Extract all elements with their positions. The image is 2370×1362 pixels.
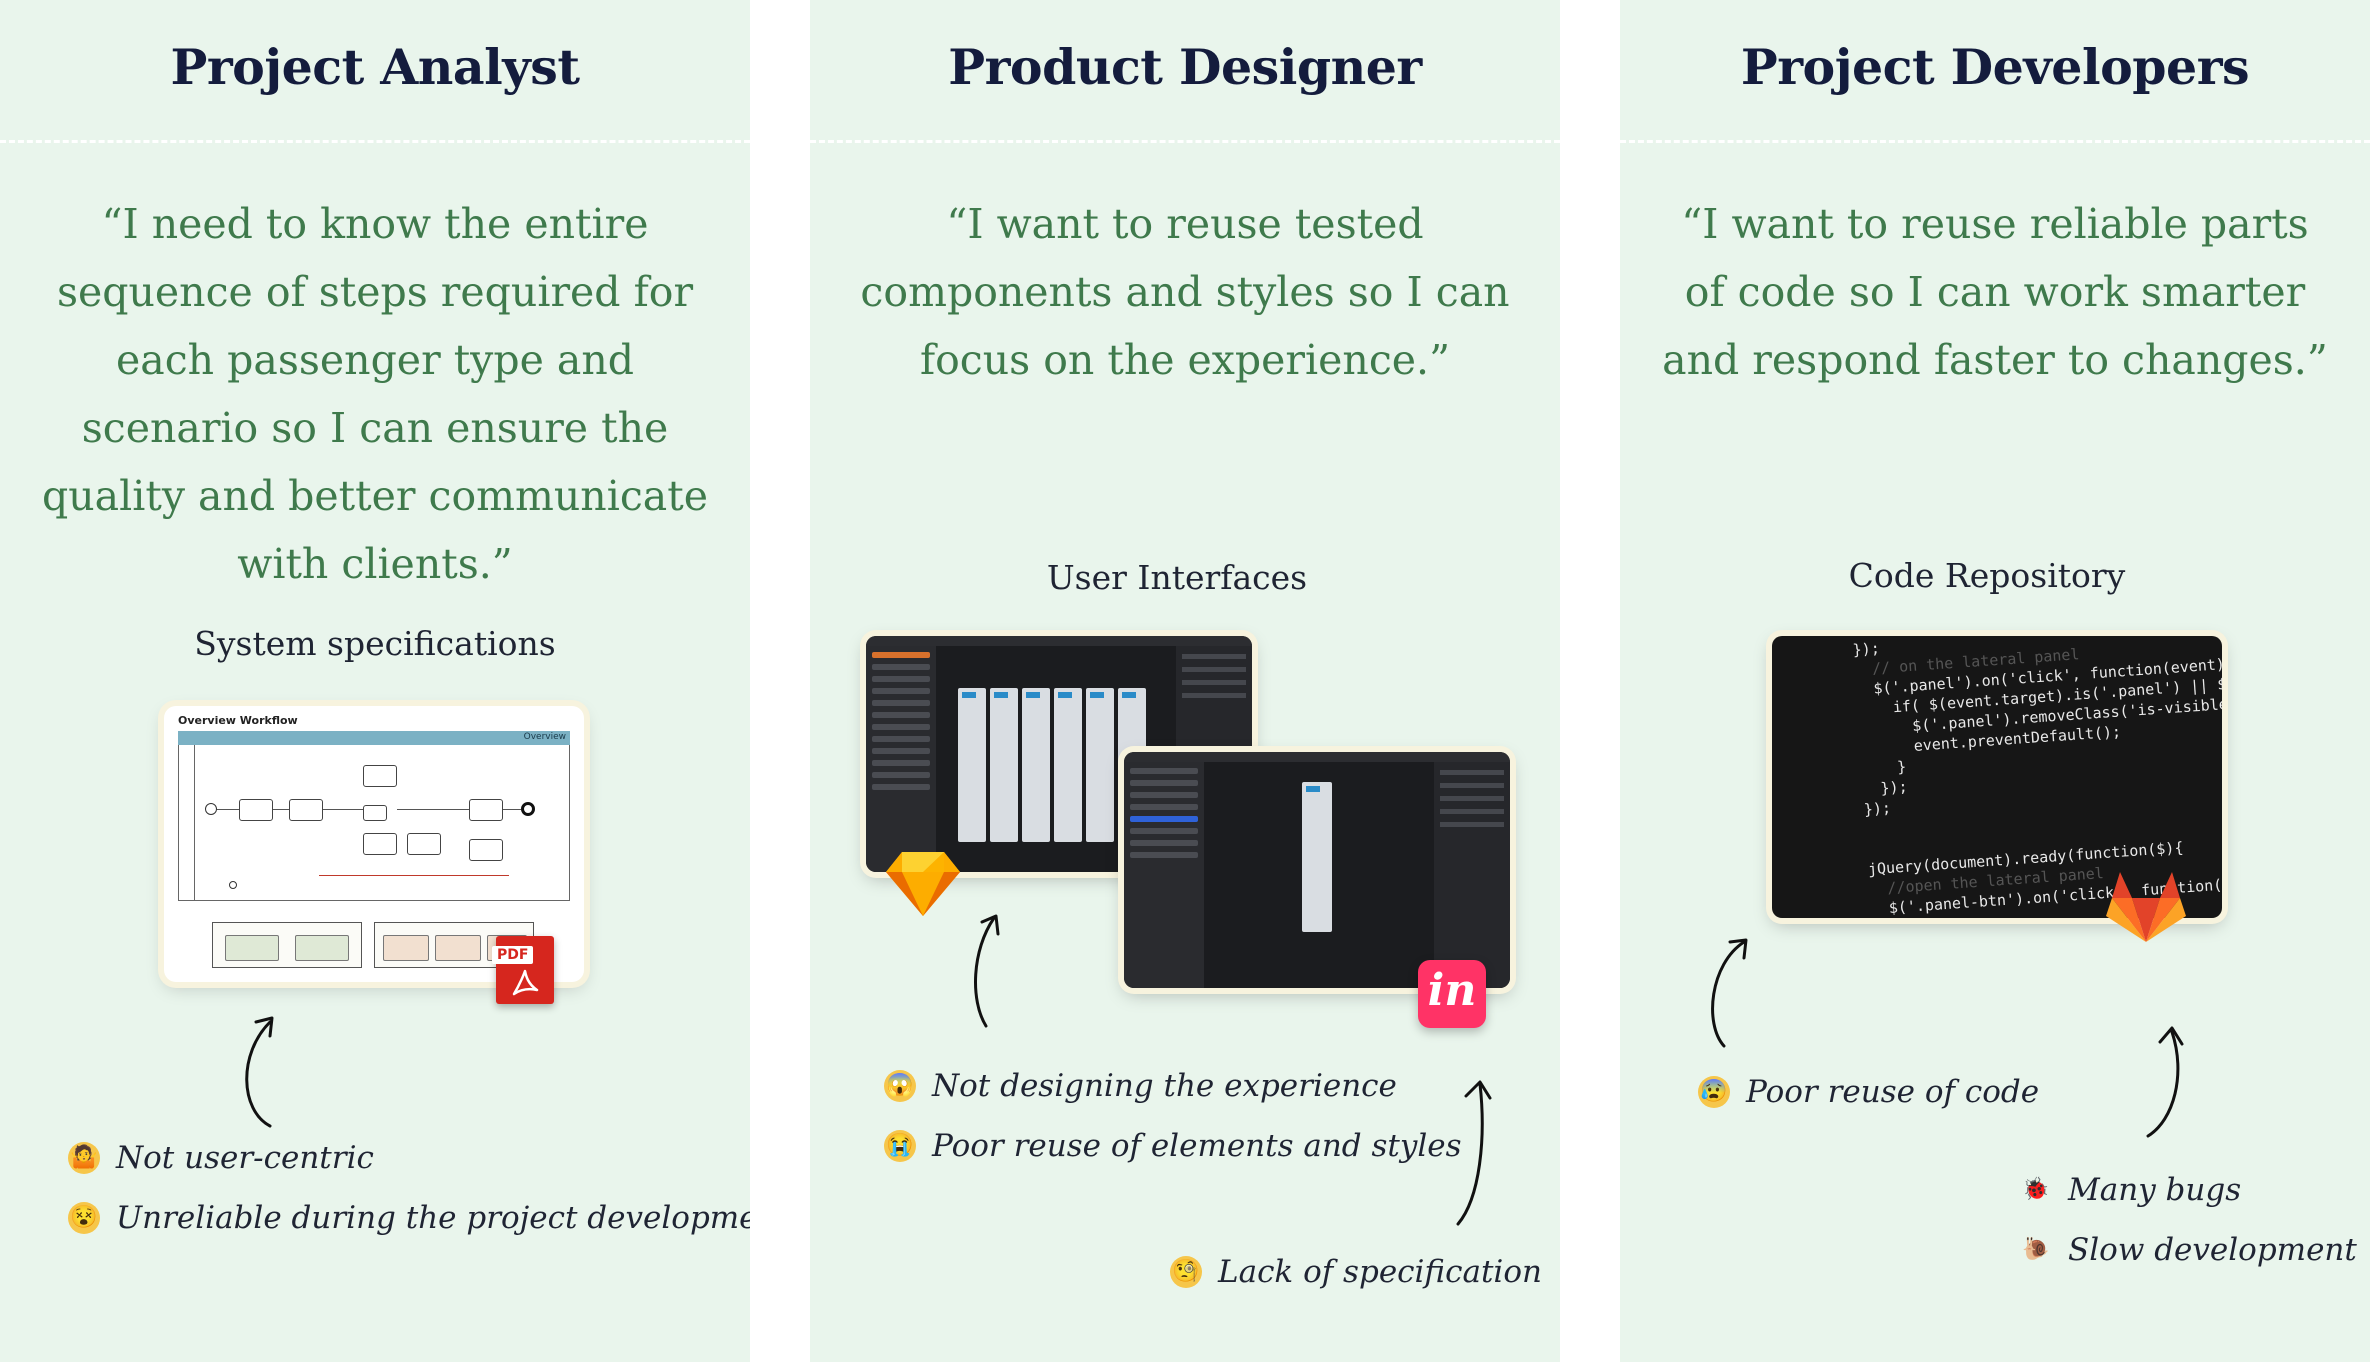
note-text: Not user-centric — [116, 1140, 374, 1176]
message-flow-line — [319, 875, 509, 876]
code-snippet-screenshot: }); // on the lateral panel $('.panel').… — [1772, 636, 2222, 918]
system-item — [383, 935, 429, 961]
code-line: } — [1860, 757, 1907, 779]
section-label: User Interfaces — [1046, 558, 1308, 597]
lane-label — [179, 745, 195, 900]
workflow-diagram-thumbnail: Overview Workflow Overview — [164, 706, 584, 982]
note-slow-development: 🐌 Slow development — [2020, 1232, 2357, 1268]
code-line: }); — [1863, 798, 1892, 819]
note-many-bugs: 🐞 Many bugs — [2020, 1172, 2241, 1208]
dashed-divider — [0, 140, 750, 143]
panel-title: Product Designer — [948, 38, 1422, 96]
face-with-monocle-icon: 🧐 — [1170, 1256, 1202, 1288]
snail-icon: 🐌 — [2022, 1237, 2050, 1262]
dashed-divider — [810, 140, 1560, 143]
diagram-bar-label: Overview — [523, 732, 566, 742]
panel-project-analyst: Project Analyst “I need to know the enti… — [0, 0, 750, 1362]
diagram-header-bar: Overview — [178, 731, 570, 745]
end-event — [521, 802, 535, 816]
toolbar — [1124, 752, 1510, 762]
artboard — [1302, 782, 1332, 932]
crying-face-icon: 😭 — [884, 1130, 916, 1162]
note-not-designing: 😱 Not designing the experience — [884, 1068, 1397, 1104]
quote: “I want to reuse reliable parts of code … — [1662, 200, 2328, 384]
layers-sidebar — [1124, 762, 1204, 988]
artboard — [1054, 688, 1082, 842]
note-text: Lack of specification — [1218, 1254, 1542, 1290]
diagram-title: Overview Workflow — [178, 714, 298, 727]
task-box — [289, 799, 323, 821]
flow-line — [503, 809, 521, 810]
task-box — [363, 765, 397, 787]
layers-sidebar — [866, 646, 936, 872]
artboard — [1022, 688, 1050, 842]
pdf-icon: PDF — [492, 936, 554, 1004]
pdf-label: PDF — [492, 946, 534, 964]
person-shrugging-icon: 🤷 — [68, 1142, 100, 1174]
curved-arrow-icon — [1456, 1080, 1492, 1226]
quote: “I need to know the entire sequence of s… — [42, 200, 708, 588]
note-text: Slow development — [2068, 1232, 2357, 1268]
inspector-panel — [1434, 762, 1510, 988]
section-label: Code Repository — [1848, 556, 2126, 595]
quote: “I want to reuse tested components and s… — [860, 200, 1510, 384]
invision-icon: in — [1418, 960, 1486, 1028]
acrobat-swirl-icon — [512, 969, 539, 996]
intermediate-event — [229, 881, 237, 889]
curved-arrow-icon — [974, 914, 1000, 1028]
curved-arrow-icon — [1711, 938, 1748, 1048]
note-text: Unreliable during the project developmen… — [116, 1200, 750, 1236]
note-not-user-centric: 🤷 Not user-centric — [68, 1140, 374, 1176]
flow-line — [323, 809, 363, 810]
artboard — [990, 688, 1018, 842]
dashed-divider — [1620, 140, 2370, 143]
code-line — [1866, 841, 1867, 859]
system-item — [295, 935, 349, 961]
note-poor-reuse-code: 😰 Poor reuse of code — [1698, 1074, 2039, 1110]
gitlab-icon — [2106, 872, 2186, 942]
sketch-icon — [886, 852, 960, 916]
flow-line — [217, 809, 239, 810]
panel-title: Project Developers — [1740, 38, 2250, 96]
note-text: Many bugs — [2068, 1172, 2242, 1208]
prototype-tool-screenshot — [1124, 752, 1510, 988]
flow-line — [397, 809, 437, 810]
artboard — [958, 688, 986, 842]
note-poor-reuse: 😭 Poor reuse of elements and styles — [884, 1128, 1462, 1164]
code-line: }); — [1861, 777, 1909, 799]
flow-line — [437, 809, 469, 810]
code-line — [1865, 821, 1866, 839]
screaming-face-icon: 😱 — [884, 1070, 916, 1102]
diagram-swimlane — [178, 745, 570, 901]
task-box — [363, 833, 397, 855]
dizzy-face-icon: 😵 — [68, 1202, 100, 1234]
task-box — [407, 833, 441, 855]
curved-arrow-icon — [245, 1016, 274, 1128]
system-box — [212, 922, 362, 968]
note-text: Not designing the experience — [932, 1068, 1397, 1104]
ladybug-icon: 🐞 — [2022, 1177, 2050, 1202]
panel-title: Project Analyst — [170, 38, 580, 96]
code-line: }); — [1852, 639, 1881, 659]
task-box — [363, 805, 387, 821]
note-text: Poor reuse of elements and styles — [932, 1128, 1462, 1164]
curved-arrow-icon — [2146, 1026, 2184, 1138]
section-label: System specifications — [194, 624, 556, 663]
start-event — [205, 803, 217, 815]
flow-line — [273, 809, 289, 810]
artboard — [1086, 688, 1114, 842]
task-box — [239, 799, 273, 821]
task-box — [469, 799, 503, 821]
task-box — [469, 839, 503, 861]
system-item — [435, 935, 481, 961]
note-text: Poor reuse of code — [1746, 1074, 2040, 1110]
note-lack-of-specification: 🧐 Lack of specification — [1170, 1254, 1542, 1290]
note-unreliable: 😵 Unreliable during the project developm… — [68, 1200, 750, 1236]
toolbar — [866, 636, 1252, 646]
anxious-face-icon: 😰 — [1698, 1076, 1730, 1108]
system-item — [225, 935, 279, 961]
